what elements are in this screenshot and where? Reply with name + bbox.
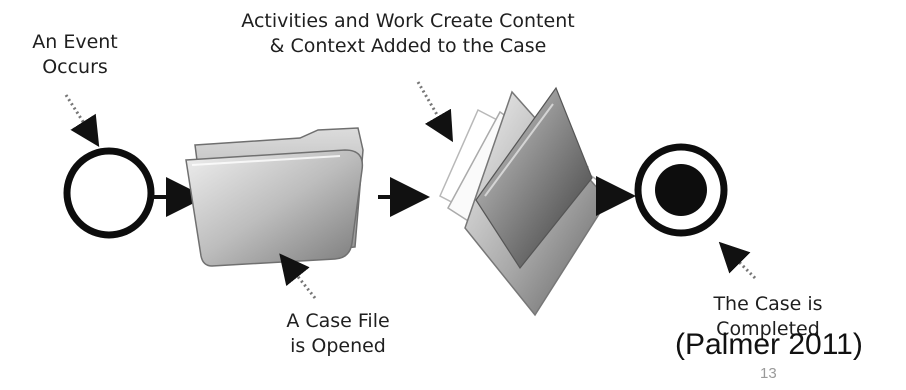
label-line: A Case File	[286, 310, 390, 332]
pointer-arrow-completed	[718, 241, 757, 280]
end-event-circle	[634, 143, 728, 237]
citation: (Palmer 2011)	[675, 328, 863, 361]
label-line: & Context Added to the Case	[269, 35, 547, 57]
page-number: 13	[760, 365, 777, 382]
label-line: is Opened	[290, 335, 386, 357]
label-line: Completed	[716, 318, 820, 340]
label-case-completed: The Case is Completed	[698, 292, 838, 342]
label-event-occurs: An Event Occurs	[20, 30, 130, 80]
label-case-file-opened: A Case File is Opened	[268, 309, 408, 359]
pointer-arrow-event	[64, 94, 100, 148]
label-activities: Activities and Work Create Content & Con…	[228, 9, 588, 59]
start-event-circle	[63, 147, 155, 239]
label-line: The Case is	[713, 293, 823, 315]
pointer-arrow-activities	[416, 81, 454, 143]
label-line: An Event	[32, 31, 118, 53]
pointer-arrow-casefile	[279, 253, 317, 299]
label-line: Activities and Work Create Content	[241, 10, 575, 32]
case-folder-icon	[185, 127, 364, 267]
documents-icon	[439, 86, 609, 317]
label-line: Occurs	[42, 56, 108, 78]
